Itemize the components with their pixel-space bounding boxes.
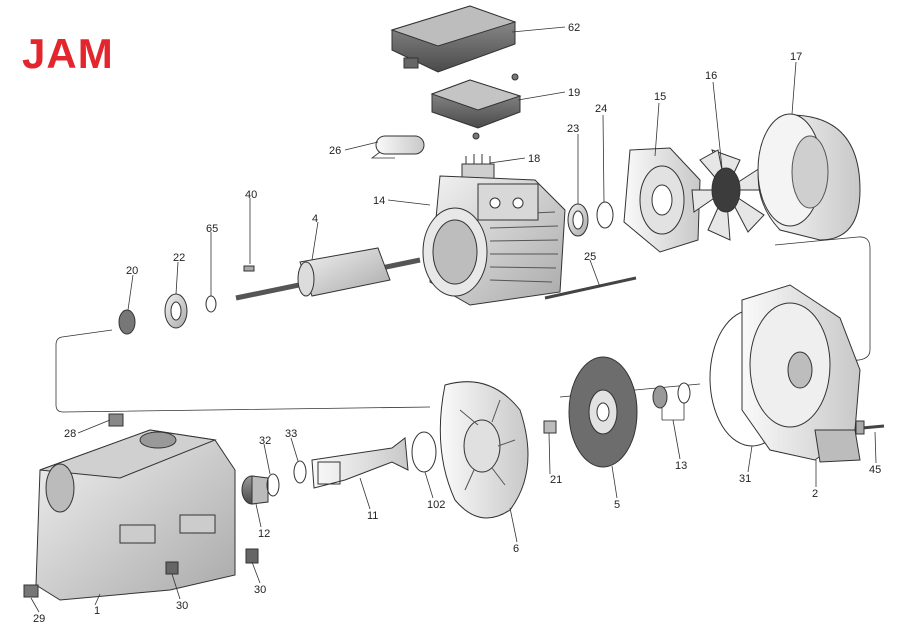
callout-14: 14 xyxy=(373,195,385,207)
callout-62: 62 xyxy=(568,22,580,34)
shaft-key xyxy=(243,265,255,272)
callout-45: 45 xyxy=(869,464,881,476)
callout-31: 31 xyxy=(739,473,751,485)
callout-25: 25 xyxy=(584,251,596,263)
priming-plug xyxy=(108,413,124,427)
oil-seal xyxy=(118,309,136,335)
diffuser-o-ring xyxy=(411,431,437,473)
plug-lower xyxy=(165,561,179,575)
callout-22: 22 xyxy=(173,252,185,264)
rotor-shaft xyxy=(235,247,421,301)
callout-15: 15 xyxy=(654,91,666,103)
circlip xyxy=(205,295,217,313)
tie-rod xyxy=(544,276,637,300)
cooling-fan xyxy=(691,149,766,241)
terminal-box-cover xyxy=(390,5,517,73)
callout-32: 32 xyxy=(259,435,271,447)
callout-1: 1 xyxy=(94,605,100,617)
callout-5: 5 xyxy=(614,499,620,511)
callout-21: 21 xyxy=(550,474,562,486)
wave-washer xyxy=(596,201,614,229)
callout-2: 2 xyxy=(812,488,818,500)
pump-body xyxy=(35,429,236,601)
motor-bracket xyxy=(741,284,861,463)
leader-lines xyxy=(30,26,877,613)
callout-26: 26 xyxy=(329,145,341,157)
front-bearing xyxy=(164,293,188,329)
callout-16: 16 xyxy=(705,70,717,82)
callout-102: 102 xyxy=(427,499,445,511)
callout-30-lower: 30 xyxy=(176,600,188,612)
plug-side xyxy=(245,548,259,564)
callout-29: 29 xyxy=(33,613,45,625)
callout-4: 4 xyxy=(312,213,318,225)
callout-28: 28 xyxy=(64,428,76,440)
impeller-nut xyxy=(543,420,557,434)
callout-12: 12 xyxy=(258,528,270,540)
callout-24: 24 xyxy=(595,103,607,115)
callout-19: 19 xyxy=(568,87,580,99)
venturi-o-ring xyxy=(293,460,307,484)
callout-18: 18 xyxy=(528,153,540,165)
callout-17: 17 xyxy=(790,51,802,63)
callout-33: 33 xyxy=(285,428,297,440)
callout-65: 65 xyxy=(206,223,218,235)
bracket-screw xyxy=(855,420,885,435)
venturi-tube xyxy=(311,437,409,489)
impeller xyxy=(568,356,638,468)
callout-23: 23 xyxy=(567,123,579,135)
callout-40: 40 xyxy=(245,189,257,201)
rear-flange xyxy=(623,147,701,253)
callout-13: 13 xyxy=(675,460,687,472)
capacitor xyxy=(370,135,425,159)
nozzle-o-ring xyxy=(266,473,280,497)
mechanical-seal xyxy=(652,382,691,409)
rear-bearing xyxy=(567,203,589,237)
drain-plug xyxy=(23,584,39,598)
callout-labels: 62 19 26 18 14 40 4 65 22 20 23 24 15 16… xyxy=(33,22,881,625)
callout-6: 6 xyxy=(513,543,519,555)
callout-11: 11 xyxy=(367,510,378,522)
nozzle xyxy=(241,475,269,505)
callout-20: 20 xyxy=(126,265,138,277)
capacitor-box xyxy=(430,73,522,140)
fan-cover xyxy=(757,113,861,241)
diffuser xyxy=(439,381,529,519)
callout-30-side: 30 xyxy=(254,584,266,596)
motor-housing xyxy=(422,175,566,306)
brand-logo: JAM xyxy=(22,30,114,77)
